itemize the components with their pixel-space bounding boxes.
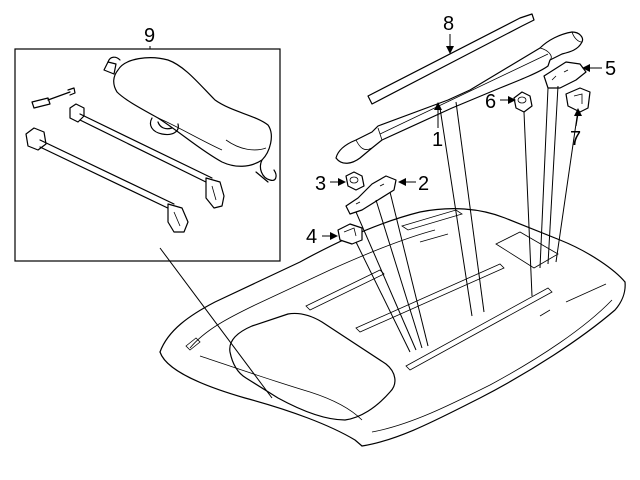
callout-6: 6 [485, 91, 496, 113]
callout-7: 7 [570, 128, 581, 150]
front-nut-illustration [345, 171, 365, 191]
key-tool-illustration [31, 87, 76, 109]
callout-arrows [149, 34, 602, 240]
front-clip-illustration [337, 223, 363, 245]
callout-3: 3 [315, 173, 326, 195]
callout-labels: 9 8 1 5 6 7 3 2 4 [144, 13, 616, 248]
roof-panel-illustration [159, 208, 626, 447]
callout-2: 2 [418, 173, 429, 195]
callout-4: 4 [306, 226, 317, 248]
storage-bag-illustration [103, 56, 277, 183]
callout-8: 8 [443, 13, 454, 35]
roof-molding-illustration [367, 13, 535, 105]
inset-leader-line [159, 247, 273, 399]
callout-1: 1 [432, 129, 443, 151]
roof-rail-illustration [335, 31, 584, 164]
rear-clip-illustration [565, 87, 591, 113]
rear-rail-bracket-illustration [543, 61, 587, 89]
callout-5: 5 [605, 58, 616, 80]
leader-lines [355, 85, 579, 353]
callout-9: 9 [144, 25, 155, 47]
crossbar-lower-illustration [25, 127, 189, 233]
crossbar-upper-illustration [69, 103, 225, 209]
rear-nut-illustration [513, 91, 533, 113]
crossbar-kit-inset [14, 48, 281, 262]
